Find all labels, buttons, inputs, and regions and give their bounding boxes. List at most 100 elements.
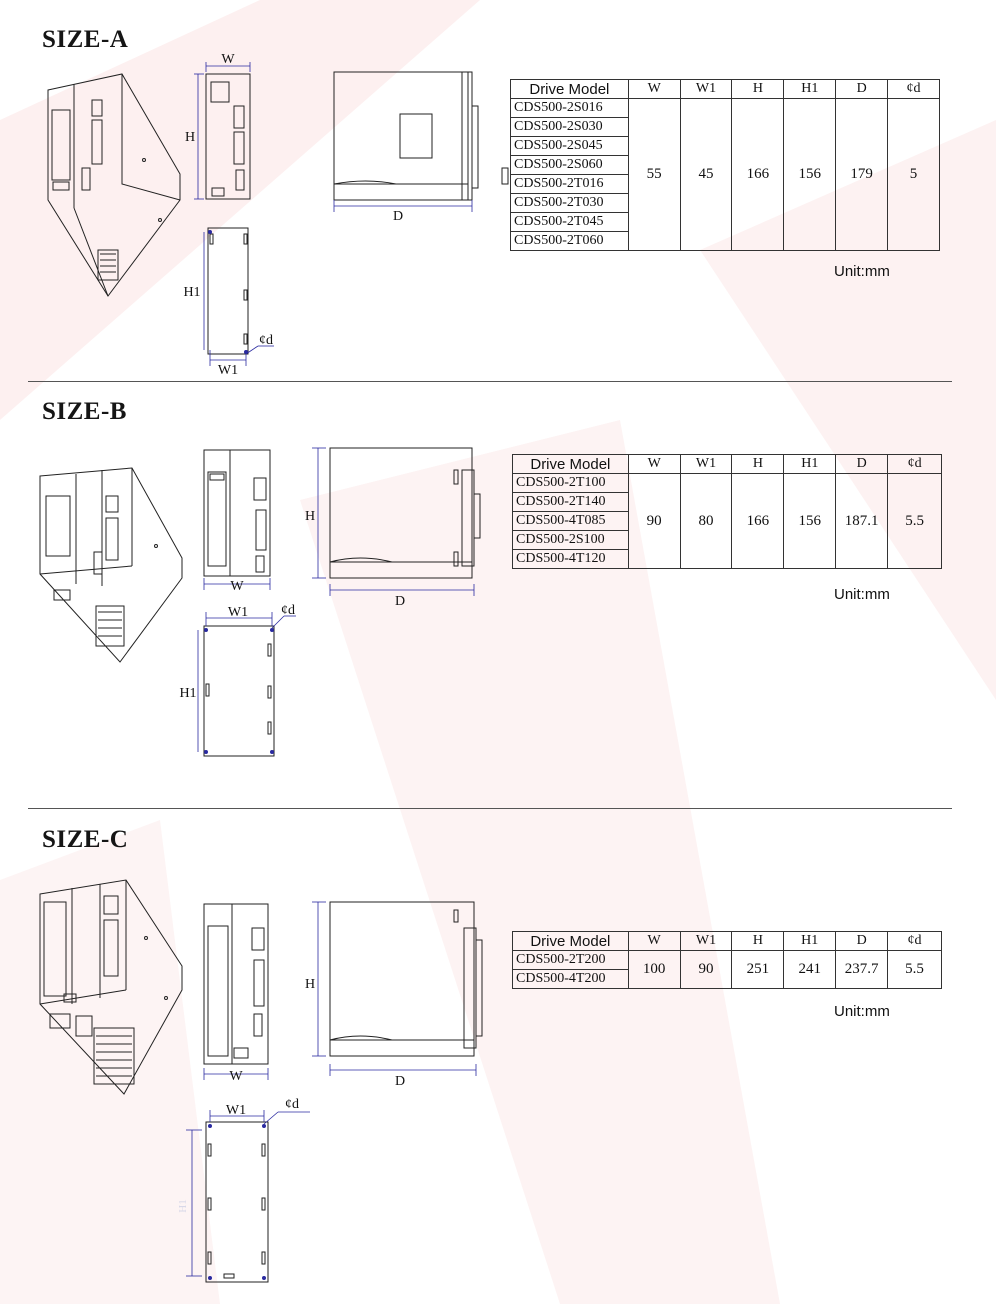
dim-label-w: W [229, 1069, 243, 1084]
model-cell: CDS500-2T200 [512, 950, 629, 970]
table-header-row: Drive Model W W1 H H1 D ¢d [512, 931, 942, 951]
col-w: W [627, 454, 681, 474]
front-view: W H [185, 52, 251, 200]
front-view: W [203, 449, 271, 594]
isometric-view [39, 879, 183, 1095]
dim-label-w: W [230, 579, 244, 594]
table-row: CDS500-2S100 [512, 530, 942, 550]
table-row: CDS500-4T200 [512, 969, 942, 989]
spec-table: Drive Model W W1 H H1 D ¢d CDS500-2T200 … [512, 931, 942, 989]
value-phi: 5.5 [887, 473, 942, 569]
section-divider [28, 808, 952, 809]
model-cell: CDS500-2S016 [510, 98, 629, 118]
unit-label: Unit:mm [834, 263, 890, 280]
dim-label-w: W [221, 52, 235, 67]
value-w1: 45 [679, 98, 733, 251]
table-row: CDS500-2T016 [510, 174, 940, 194]
dim-label-d: D [393, 209, 403, 224]
table-row: CDS500-2T045 [510, 212, 940, 232]
value-w: 55 [627, 98, 681, 251]
value-h1: 156 [783, 473, 837, 569]
col-h: H [731, 931, 785, 951]
front-view: W [203, 903, 269, 1084]
model-cell: CDS500-4T120 [512, 549, 629, 569]
value-phi: 5.5 [887, 950, 942, 989]
col-d: D [835, 454, 889, 474]
model-cell: CDS500-2T016 [510, 174, 629, 194]
value-h1: 241 [783, 950, 837, 989]
value-h: 251 [731, 950, 785, 989]
dim-label-w1: W1 [226, 1103, 246, 1118]
col-phi: ¢d [887, 79, 940, 99]
spec-table: Drive Model W W1 H H1 D ¢d CDS500-2T100 … [512, 454, 942, 569]
col-drive-model: Drive Model [512, 931, 629, 951]
col-w1: W1 [679, 454, 733, 474]
dim-label-d: D [395, 594, 405, 609]
value-w1: 90 [679, 950, 733, 989]
model-cell: CDS500-2T060 [510, 231, 629, 251]
col-h: H [731, 454, 785, 474]
col-phi: ¢d [887, 931, 942, 951]
col-d: D [835, 931, 889, 951]
table-row: CDS500-2T060 [510, 231, 940, 251]
col-h1: H1 [783, 931, 837, 951]
table-row: CDS500-2S016 55 45 166 156 179 5 [510, 98, 940, 251]
col-drive-model: Drive Model [512, 454, 629, 474]
value-phi: 5 [887, 98, 940, 251]
dim-label-h1: H1 [179, 686, 196, 701]
value-d: 237.7 [835, 950, 889, 989]
model-cell: CDS500-2T045 [510, 212, 629, 232]
model-cell: CDS500-2S030 [510, 117, 629, 137]
dim-label-h: H [185, 130, 195, 145]
col-h: H [731, 79, 785, 99]
model-cell: CDS500-2S100 [512, 530, 629, 550]
spec-table: Drive Model W W1 H H1 D ¢d CDS500-2S016 … [510, 79, 940, 251]
col-w1: W1 [679, 931, 733, 951]
model-cell: CDS500-2S045 [510, 136, 629, 156]
col-phi: ¢d [887, 454, 942, 474]
isometric-view [47, 73, 181, 297]
table-row: CDS500-4T120 [512, 549, 942, 569]
dim-label-d: D [395, 1074, 405, 1089]
dim-label-h: H [305, 977, 315, 992]
table-row: CDS500-2S060 [510, 155, 940, 175]
dim-label-h1: H1 [177, 1199, 189, 1212]
dim-label-phi: ¢d [285, 1097, 299, 1112]
table-row: CDS500-2T200 100 90 251 241 237.7 5.5 [512, 950, 942, 989]
table-row: CDS500-2S045 [510, 136, 940, 156]
unit-label: Unit:mm [834, 586, 890, 603]
side-view: H D [305, 447, 481, 609]
model-cell: CDS500-2S060 [510, 155, 629, 175]
section-title: SIZE-C [42, 826, 129, 853]
dim-label-phi: ¢d [281, 603, 295, 618]
col-drive-model: Drive Model [510, 79, 629, 99]
value-d: 179 [835, 98, 889, 251]
dim-label-h1: H1 [183, 285, 200, 300]
unit-label: Unit:mm [834, 1003, 890, 1020]
col-h1: H1 [783, 79, 837, 99]
dim-label-w1: W1 [228, 605, 248, 620]
section-title: SIZE-B [42, 398, 127, 425]
value-w: 90 [627, 473, 681, 569]
dim-label-phi: ¢d [259, 333, 273, 348]
col-w1: W1 [679, 79, 733, 99]
model-cell: CDS500-2T100 [512, 473, 629, 493]
model-cell: CDS500-2T140 [512, 492, 629, 512]
mounting-view: H1 W1 ¢d [183, 227, 274, 378]
value-d: 187.1 [835, 473, 889, 569]
model-cell: CDS500-2T030 [510, 193, 629, 213]
section-title: SIZE-A [42, 26, 129, 53]
table-row: CDS500-2T100 90 80 166 156 187.1 5.5 [512, 473, 942, 569]
value-w: 100 [627, 950, 681, 989]
table-header-row: Drive Model W W1 H H1 D ¢d [510, 79, 940, 99]
mounting-view: W1 ¢d H1 [179, 603, 296, 757]
col-d: D [835, 79, 889, 99]
isometric-view [39, 467, 183, 663]
table-row: CDS500-2S030 [510, 117, 940, 137]
table-header-row: Drive Model W W1 H H1 D ¢d [512, 454, 942, 474]
dim-label-h: H [305, 509, 315, 524]
model-cell: CDS500-4T200 [512, 969, 629, 989]
section-divider [28, 381, 952, 382]
value-h: 166 [731, 473, 785, 569]
